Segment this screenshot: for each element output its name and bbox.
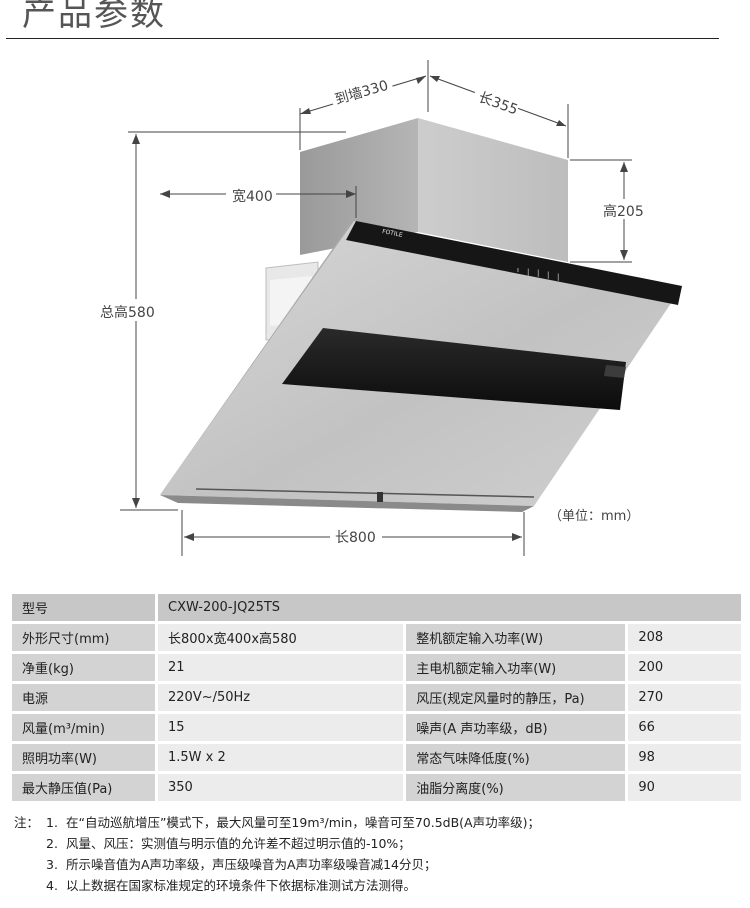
spec-label: 风压(规定风量时的静压，Pa): [406, 684, 626, 711]
note-text: 在“自动巡航增压”模式下，最大风量可至19m³/min，噪音可至70.5dB(A…: [65, 815, 540, 830]
dim-length-bottom: 长800: [335, 530, 376, 546]
control-panel-glass: [346, 221, 682, 305]
spec-value: 270: [628, 684, 741, 711]
table-row: 型号 CXW-200-JQ25TS: [12, 594, 741, 621]
spec-value: 208: [628, 624, 741, 651]
dim-height-top: 高205: [603, 204, 644, 220]
dim-total-height: 总高580: [100, 305, 155, 321]
spec-label: 最大静压值(Pa): [12, 774, 155, 801]
bottom-seam: [195, 488, 535, 498]
unit-note: （单位：mm）: [549, 509, 640, 524]
table-row: 最大静压值(Pa) 350 油脂分离度(%) 90: [12, 774, 741, 801]
spec-label: 油脂分离度(%): [406, 774, 626, 801]
product-diagram: ı | | | |: [0, 40, 750, 580]
note-text: 以上数据在国家标准规定的环境条件下依据标准测试方法测得。: [65, 878, 416, 893]
control-icons: ı | | | |: [517, 266, 559, 281]
note-item: 注： 1. 在“自动巡航增压”模式下，最大风量可至19m³/min，噪音可至70.…: [14, 812, 540, 833]
page-title: 产品参数: [22, 0, 166, 34]
spec-value: 21: [158, 654, 404, 681]
model-label: 型号: [12, 594, 155, 621]
notes-section: 注： 1. 在“自动巡航增压”模式下，最大风量可至19m³/min，噪音可至70.…: [14, 812, 540, 896]
note-text: 风量、风压：实测值与明示值的允许差不超过明示值的-10%；: [65, 836, 411, 851]
note-item: 2. 风量、风压：实测值与明示值的允许差不超过明示值的-10%；: [14, 833, 540, 854]
note-text: 所示噪音值为A声功率级，声压级噪音为A声功率级噪音减14分贝；: [65, 857, 437, 872]
spec-value: 98: [628, 744, 741, 771]
spec-value: 长800x宽400x高580: [158, 624, 404, 651]
spec-label: 主电机额定输入功率(W): [406, 654, 626, 681]
header-divider: [6, 38, 719, 39]
spec-value: 350: [158, 774, 404, 801]
table-row: 电源 220V~/50Hz 风压(规定风量时的静压，Pa) 270: [12, 684, 741, 711]
table-row: 外形尺寸(mm) 长800x宽400x高580 整机额定输入功率(W) 208: [12, 624, 741, 651]
table-row: 照明功率(W) 1.5W x 2 常态气味降低度(%) 98: [12, 744, 741, 771]
range-hood-illustration: ı | | | |: [98, 60, 682, 556]
note-number: 2.: [46, 836, 58, 851]
glass-corner-accent: [604, 365, 626, 378]
spec-label: 电源: [12, 684, 155, 711]
spec-label: 噪声(A 声功率级，dB): [406, 714, 626, 741]
spec-value: 220V~/50Hz: [158, 684, 404, 711]
spec-value: 200: [628, 654, 741, 681]
chimney-left-face: [300, 118, 418, 255]
note-number: 4.: [46, 878, 58, 893]
control-icon-4: |: [547, 271, 549, 279]
notes-prefix: 注：: [14, 815, 40, 830]
spec-label: 净重(kg): [12, 654, 155, 681]
glass-panel: [282, 328, 626, 410]
spec-value: 90: [628, 774, 741, 801]
dimension-lines: [120, 60, 632, 556]
note-item: 4. 以上数据在国家标准规定的环境条件下依据标准测试方法测得。: [14, 875, 540, 896]
note-number: 3.: [46, 857, 58, 872]
spec-label: 照明功率(W): [12, 744, 155, 771]
note-number: 1.: [46, 815, 58, 830]
control-icon-2: |: [527, 268, 529, 276]
table-row: 净重(kg) 21 主电机额定输入功率(W) 200: [12, 654, 741, 681]
spec-label: 常态气味降低度(%): [406, 744, 626, 771]
spec-value: 15: [158, 714, 404, 741]
spec-value: 1.5W x 2: [158, 744, 404, 771]
specs-table: 型号 CXW-200-JQ25TS 外形尺寸(mm) 长800x宽400x高58…: [12, 591, 741, 804]
spec-value: 66: [628, 714, 741, 741]
spec-label: 整机额定输入功率(W): [406, 624, 626, 651]
model-value: CXW-200-JQ25TS: [158, 594, 741, 621]
control-icon-3: |: [537, 269, 539, 277]
spec-label: 外形尺寸(mm): [12, 624, 155, 651]
chimney-right-face: [418, 118, 568, 262]
control-icon-5: |: [557, 273, 559, 281]
bottom-switch: [377, 492, 383, 502]
spec-label: 风量(m³/min): [12, 714, 155, 741]
control-icon-1: ı: [517, 266, 519, 274]
dim-width: 宽400: [232, 189, 273, 205]
note-item: 3. 所示噪音值为A声功率级，声压级噪音为A声功率级噪音减14分贝；: [14, 854, 540, 875]
dimension-arrows: [132, 76, 628, 541]
hood-bottom-edge: [160, 495, 534, 512]
table-row: 风量(m³/min) 15 噪声(A 声功率级，dB) 66: [12, 714, 741, 741]
